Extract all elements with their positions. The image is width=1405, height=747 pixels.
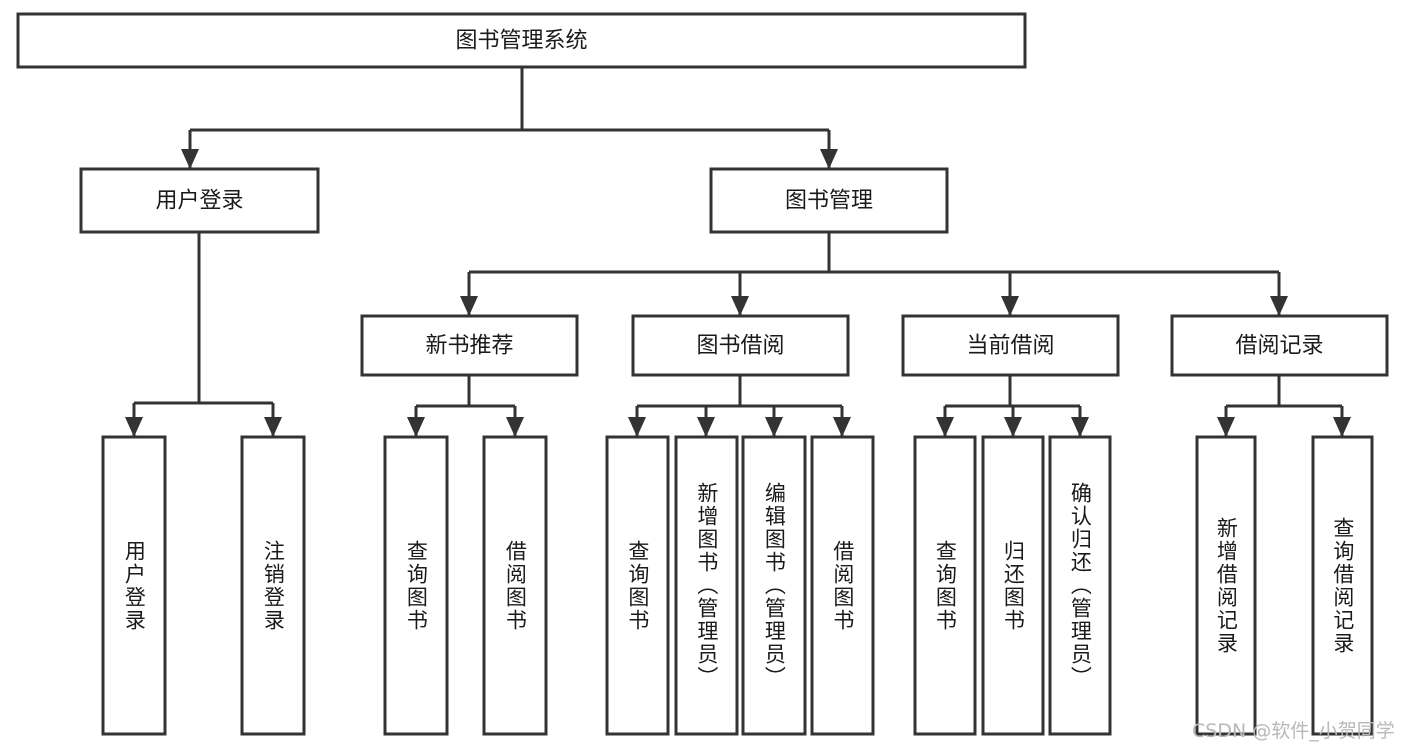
node-label-current-borrow: 当前借阅 bbox=[966, 334, 1054, 359]
node-box-new-book-recommend bbox=[360, 314, 579, 377]
node-label-book-management: 图书管理 bbox=[785, 189, 873, 214]
node-label-user-login: 用户登录 bbox=[155, 189, 243, 214]
node-box-leaf-query-book-current bbox=[913, 435, 977, 736]
connector-book-management-to-level3-arrow-2 bbox=[1001, 296, 1019, 316]
node-box-leaf-edit-book bbox=[741, 435, 807, 736]
node-box-leaf-borrow-book-recommend bbox=[482, 435, 548, 736]
node-box-book-borrow bbox=[631, 314, 850, 377]
node-box-current-borrow bbox=[901, 314, 1120, 377]
connector-book-management-to-level3-arrow-0 bbox=[460, 296, 478, 316]
node-box-leaf-user-login bbox=[101, 435, 167, 736]
node-label-book-borrow: 图书借阅 bbox=[696, 334, 784, 359]
connector-current-borrow-to-leaves-arrow-0 bbox=[936, 417, 954, 437]
node-label-new-book-recommend: 新书推荐 bbox=[425, 334, 513, 359]
node-box-borrow-record bbox=[1170, 314, 1389, 377]
connector-borrow-record-to-leaves-arrow-1 bbox=[1333, 417, 1351, 437]
connector-borrow-record-to-leaves-arrow-0 bbox=[1217, 417, 1235, 437]
node-box-leaf-return-book bbox=[981, 435, 1045, 736]
node-box-book-management bbox=[709, 167, 949, 234]
node-box-leaf-query-borrow-record bbox=[1311, 435, 1374, 736]
node-label-borrow-record: 借阅记录 bbox=[1235, 334, 1323, 359]
connector-user-login-to-leaves-arrow-0 bbox=[125, 417, 143, 437]
watermark-text: CSDN @软件_小贺同学 bbox=[1192, 720, 1395, 742]
node-box-leaf-logout bbox=[240, 435, 306, 736]
connector-book-borrow-to-leaves-arrow-0 bbox=[628, 417, 646, 437]
connector-new-book-recommend-to-leaves-arrow-0 bbox=[407, 417, 425, 437]
connector-root-to-level2-arrow-1 bbox=[820, 149, 838, 169]
connector-book-management-to-level3-arrow-3 bbox=[1270, 296, 1288, 316]
node-box-leaf-query-book-borrow bbox=[605, 435, 670, 736]
connectors-layer bbox=[125, 67, 1351, 437]
connector-book-borrow-to-leaves-arrow-3 bbox=[833, 417, 851, 437]
connector-book-borrow-to-leaves-arrow-2 bbox=[765, 417, 783, 437]
node-box-root bbox=[16, 12, 1027, 69]
connector-new-book-recommend-to-leaves-arrow-1 bbox=[506, 417, 524, 437]
connector-user-login-to-leaves-arrow-1 bbox=[264, 417, 282, 437]
connector-book-management-to-level3-arrow-1 bbox=[731, 296, 749, 316]
node-box-leaf-confirm-return bbox=[1048, 435, 1112, 736]
node-box-leaf-query-book-recommend bbox=[383, 435, 449, 736]
connector-book-borrow-to-leaves-arrow-1 bbox=[697, 417, 715, 437]
connector-current-borrow-to-leaves-arrow-1 bbox=[1004, 417, 1022, 437]
connector-current-borrow-to-leaves-arrow-2 bbox=[1071, 417, 1089, 437]
node-box-leaf-borrow-book bbox=[810, 435, 875, 736]
node-label-root: 图书管理系统 bbox=[455, 29, 587, 54]
connector-root-to-level2-arrow-0 bbox=[181, 149, 199, 169]
node-box-leaf-add-book bbox=[674, 435, 739, 736]
boxes-layer bbox=[16, 12, 1389, 736]
node-box-leaf-add-borrow-record bbox=[1195, 435, 1257, 736]
node-box-user-login bbox=[79, 167, 320, 234]
